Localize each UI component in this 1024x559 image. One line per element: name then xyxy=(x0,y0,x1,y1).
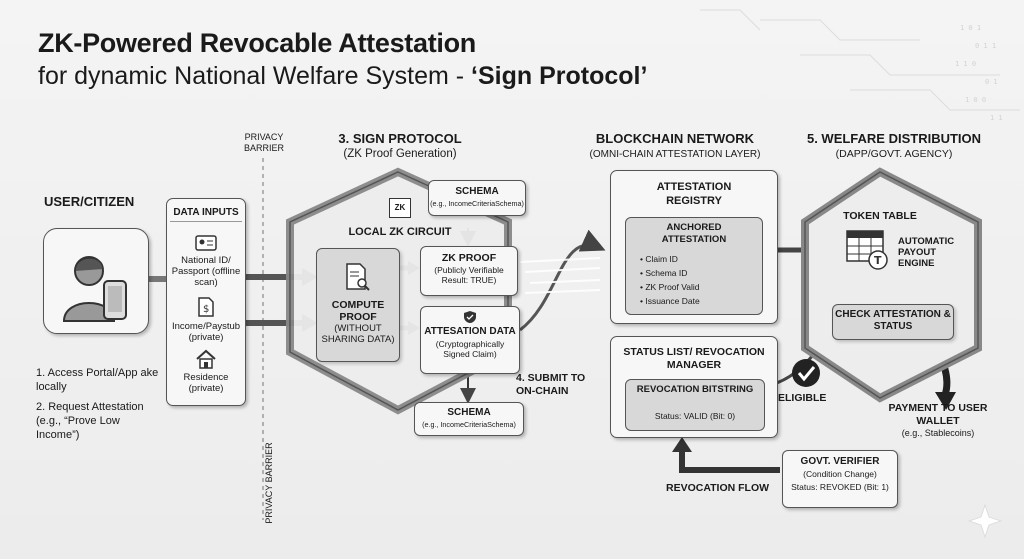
submit-on-chain-label: 4. SUBMIT TO ON-CHAIN xyxy=(516,372,586,397)
check-attestation-box: CHECK ATTESTATION & STATUS xyxy=(832,304,954,340)
schema-top-box: SCHEMA (e.g., IncomeCriteriaSchema) xyxy=(428,180,526,216)
compute-proof-subtitle: (WITHOUT SHARING DATA) xyxy=(321,323,395,345)
background-binary-pattern: 1 0 1 0 1 1 1 1 0 0 1 1 0 0 1 1 xyxy=(955,24,1003,122)
attestation-registry-title: ATTESTATION REGISTRY xyxy=(656,181,732,207)
citizen-phone-icon xyxy=(62,256,127,322)
zk-chip-icon: ZK xyxy=(389,198,411,218)
eligible-label: ELIGIBLE xyxy=(778,392,827,404)
field-item: • ZK Proof Valid xyxy=(640,282,700,292)
data-inputs-panel: DATA INPUTS National ID/ Passport (offli… xyxy=(166,198,246,406)
blockchain-subheading: (OMNI-CHAIN ATTESTATION LAYER) xyxy=(589,149,761,160)
sign-protocol-heading: 3. SIGN PROTOCOL xyxy=(338,131,462,146)
govt-verifier-box: GOVT. VERIFIER (Condition Change) Status… xyxy=(782,450,898,508)
anchored-fields-list: • Claim ID • Schema ID • ZK Proof Valid … xyxy=(640,252,700,308)
privacy-barrier-bottom-label: PRIVACY BARRIER xyxy=(264,442,274,524)
zk-proof-box: ZK PROOF (Publicly Verifiable Result: TR… xyxy=(420,246,518,296)
check-attestation-label: CHECK ATTESTATION & STATUS xyxy=(835,309,951,332)
svg-text:1 0 1: 1 0 1 xyxy=(960,24,981,32)
light-streaks xyxy=(519,257,601,294)
payment-subtitle: (e.g., Stablecoins) xyxy=(901,428,975,438)
attestation-registry-box: ATTESTATION REGISTRY ANCHORED ATTESTATIO… xyxy=(610,170,778,324)
revocation-flow-label: REVOCATION FLOW xyxy=(666,482,770,494)
welfare-subheading: (DAPP/GOVT. AGENCY) xyxy=(835,148,953,160)
data-inputs-heading: DATA INPUTS xyxy=(173,207,239,218)
status-list-title: STATUS LIST/ REVOCATION MANAGER xyxy=(623,346,765,371)
dollar-document-icon: $ xyxy=(198,297,214,317)
background-circuit-pattern xyxy=(700,9,1020,111)
field-claim-id: Claim ID xyxy=(645,254,678,264)
subtitle-bold: ‘Sign Protocol’ xyxy=(471,62,648,90)
user-heading: USER/CITIZEN xyxy=(44,194,135,209)
payment-title: PAYMENT TO USER WALLET xyxy=(888,402,988,427)
welfare-hexagon xyxy=(801,167,982,403)
attestation-data-title: ATTESATION DATA xyxy=(424,326,516,337)
user-card xyxy=(43,228,149,334)
schema-top-title: SCHEMA xyxy=(455,186,499,197)
welfare-heading: 5. WELFARE DISTRIBUTION xyxy=(806,131,982,146)
govt-verifier-subtitle: (Condition Change) xyxy=(803,469,877,479)
blockchain-heading: BLOCKCHAIN NETWORK xyxy=(595,131,755,146)
sparkle-icon xyxy=(967,503,1003,539)
document-search-icon xyxy=(346,263,370,291)
zk-chip-label: ZK xyxy=(394,203,406,212)
svg-text:0 1: 0 1 xyxy=(985,78,998,86)
compute-proof-box: COMPUTE PROOF (WITHOUT SHARING DATA) xyxy=(316,248,400,362)
anchored-attestation-box: ANCHORED ATTESTATION • Claim ID • Schema… xyxy=(625,217,763,315)
zk-proof-subtitle: (Publicly Verifiable Result: TRUE) xyxy=(434,265,504,285)
compute-proof-title: COMPUTE PROOF xyxy=(331,299,385,323)
zk-proof-title: ZK PROOF xyxy=(441,252,497,264)
user-step-2: 2. Request Attestation (e.g., “Prove Low… xyxy=(36,401,144,441)
govt-verifier-title: GOVT. VERIFIER xyxy=(800,456,880,467)
page-title: ZK-Powered Revocable Attestation xyxy=(38,28,476,58)
field-item: • Claim ID xyxy=(640,254,678,264)
field-schema-id: Schema ID xyxy=(645,268,688,278)
payout-engine-label: AUTOMATIC PAYOUT ENGINE xyxy=(898,236,955,269)
id-card-icon xyxy=(195,235,217,251)
anchored-attestation-title: ANCHORED ATTESTATION xyxy=(661,222,727,245)
field-item: • Issuance Date xyxy=(640,296,700,306)
connector-user-inputs xyxy=(147,276,167,282)
local-zk-circuit-label: LOCAL ZK CIRCUIT xyxy=(348,226,452,238)
user-step-1: 1. Access Portal/App ake locally xyxy=(36,367,159,393)
subtitle-prefix: for dynamic National Welfare System - xyxy=(38,62,472,90)
attestation-data-box: ATTESATION DATA (Cryptographically Signe… xyxy=(420,306,520,374)
field-zk-proof-valid: ZK Proof Valid xyxy=(645,282,700,292)
revocation-bitstring-title: REVOCATION BITSTRING xyxy=(636,384,754,395)
field-item: • Schema ID xyxy=(640,268,688,278)
svg-text:$: $ xyxy=(203,304,209,315)
govt-verifier-status: Status: REVOKED (Bit: 1) xyxy=(791,482,889,492)
sign-protocol-subheading: (ZK Proof Generation) xyxy=(343,148,457,160)
svg-text:0 1 1: 0 1 1 xyxy=(975,42,996,50)
schema-top-subtitle: (e.g., IncomeCriteriaSchema) xyxy=(430,199,524,208)
revocation-bitstring-box: REVOCATION BITSTRING Status: VALID (Bit:… xyxy=(625,379,765,431)
shield-check-icon xyxy=(464,311,476,323)
attestation-data-subtitle: (Cryptographically Signed Claim) xyxy=(435,339,505,359)
input-income: Income/Paystub (private) xyxy=(171,321,241,343)
svg-text:1 0 0: 1 0 0 xyxy=(965,96,986,104)
schema-bottom-subtitle: (e.g., IncomeCriteriaSchema) xyxy=(422,420,516,429)
schema-bottom-title: SCHEMA xyxy=(447,407,491,418)
input-residence: Residence (private) xyxy=(183,372,229,394)
input-national-id: National ID/ Passport (offline scan) xyxy=(171,255,241,288)
schema-bottom-box: SCHEMA (e.g., IncomeCriteriaSchema) xyxy=(414,402,524,436)
svg-text:T: T xyxy=(874,254,882,267)
svg-text:1 1 0: 1 1 0 xyxy=(955,60,976,68)
field-issuance-date: Issuance Date xyxy=(645,296,700,306)
status-list-box: STATUS LIST/ REVOCATION MANAGER REVOCATI… xyxy=(610,336,778,438)
svg-text:1 1: 1 1 xyxy=(990,114,1003,122)
privacy-barrier-top-label: PRIVACY BARRIER xyxy=(243,132,284,153)
arrow-revocation-flow xyxy=(679,448,780,473)
token-table-icon: T xyxy=(846,230,888,270)
token-table-label: TOKEN TABLE xyxy=(843,210,917,222)
page-subtitle: for dynamic National Welfare System - ‘S… xyxy=(38,62,647,91)
house-icon xyxy=(196,349,216,369)
eligible-check-icon xyxy=(792,359,820,387)
bitstring-status: Status: VALID (Bit: 0) xyxy=(654,411,736,421)
